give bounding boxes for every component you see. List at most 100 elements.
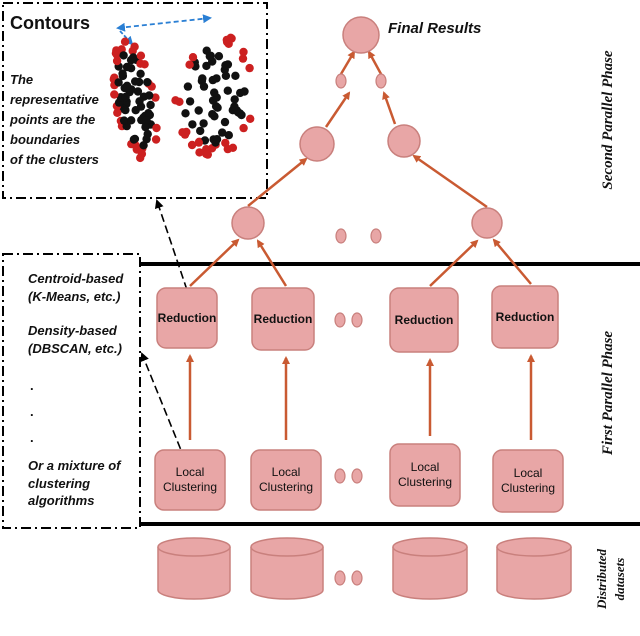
cluster-point (239, 123, 248, 133)
dataset-cylinder-3 (392, 537, 468, 600)
cluster-point (128, 46, 137, 56)
cluster-point (146, 100, 155, 110)
cluster-point (218, 128, 227, 137)
cluster-point (205, 52, 214, 61)
density-line1: Density-based (28, 323, 117, 338)
cylinder-body (496, 547, 572, 600)
cluster-point (199, 82, 209, 91)
ellipsis-dot-1: . (30, 378, 34, 393)
cluster-point (188, 120, 197, 129)
flow-arrow-5 (189, 238, 240, 287)
lc-line2: Clustering (397, 475, 453, 489)
cluster-point (127, 116, 136, 125)
reduction-box-3 (389, 287, 459, 353)
cluster-point (199, 119, 208, 128)
cluster-point (202, 61, 211, 71)
cluster-point (224, 131, 233, 140)
flow-arrow-10 (412, 154, 488, 209)
second-phase-label: Second Parallel Phase (600, 50, 616, 190)
contours-connector (154, 199, 188, 291)
cluster-point (221, 71, 231, 81)
ellipsis-dot-5 (335, 73, 347, 89)
lc-line1: Local (513, 466, 543, 480)
final-results-label: Final Results (388, 20, 482, 37)
reduction-label-1: Reduction (157, 310, 217, 325)
cluster-point (139, 141, 148, 150)
cluster-point (187, 140, 197, 150)
cluster-point (112, 56, 122, 66)
cluster-point (231, 71, 240, 81)
cluster-point (213, 103, 222, 112)
cluster-point (118, 69, 127, 78)
ellipsis-dot-4 (370, 228, 382, 244)
cluster-point (111, 49, 121, 58)
datasets-label-line1: Distributed (594, 549, 609, 609)
cluster-point (210, 88, 219, 97)
cluster-point (185, 60, 194, 69)
cluster-point (126, 55, 136, 65)
cluster-point (136, 59, 145, 68)
cluster-point (136, 51, 146, 60)
cluster-point (198, 74, 207, 83)
cluster-point (239, 47, 248, 57)
cylinder-body (250, 547, 324, 600)
flow-arrow-8 (492, 238, 532, 285)
cluster-point (194, 138, 203, 147)
lc-line2: Clustering (258, 480, 314, 494)
first-phase-label: First Parallel Phase (600, 330, 616, 456)
caption-line-1: The (10, 72, 34, 87)
cluster-point (122, 81, 132, 91)
algorithms-connector (140, 352, 186, 461)
cluster-point (212, 135, 222, 144)
flow-arrow-11 (324, 91, 351, 128)
cluster-point (114, 78, 123, 87)
cluster-point (208, 75, 217, 85)
local-clustering-label-4: Local Clustering (493, 450, 563, 512)
density-line2: (DBSCAN, etc.) (28, 340, 122, 356)
ellipsis-dot-9 (334, 570, 346, 586)
local-clustering-box-4 (492, 449, 564, 513)
cluster-point (181, 109, 190, 118)
ellipsis-dot-3 (335, 228, 347, 244)
cluster-point (230, 102, 239, 111)
reduction-label-2: Reduction (253, 311, 313, 326)
cylinder-top (392, 537, 468, 557)
cluster-point (126, 63, 136, 73)
cluster-point (121, 92, 130, 102)
reduction-box-1 (156, 287, 218, 349)
cluster-point (152, 123, 161, 133)
cluster-point (131, 77, 140, 86)
merge-node-upper-left (299, 126, 335, 162)
local-clustering-box-1 (154, 449, 226, 511)
flow-arrow-12 (382, 91, 397, 125)
centroid-line2: (K-Means, etc.) (28, 288, 121, 304)
ellipsis-dot-8 (351, 468, 363, 484)
cluster-point (222, 35, 231, 45)
ellipsis-dot-2: . (30, 404, 34, 419)
cluster-point (142, 116, 151, 125)
cluster-point (185, 97, 195, 106)
final-result-node (342, 16, 380, 54)
lc-line2: Clustering (500, 481, 556, 495)
cluster-point (221, 60, 231, 70)
density-based-label: Density-based (DBSCAN, etc.) (28, 322, 122, 357)
ellipsis-dot-1 (334, 312, 346, 328)
cluster-point (240, 87, 249, 96)
cluster-point (202, 149, 211, 159)
cluster-point (214, 52, 224, 61)
ellipsis-dot-7 (334, 468, 346, 484)
cluster-point (183, 82, 193, 91)
cluster-point (141, 122, 150, 132)
centroid-line1: Centroid-based (28, 271, 124, 286)
lc-line1: Local (271, 465, 301, 479)
datasets-label-line2: datasets (612, 557, 627, 601)
local-clustering-box-3 (389, 443, 461, 507)
reduction-label-4: Reduction (495, 309, 555, 324)
cluster-point (194, 106, 203, 115)
ellipsis-dot-6 (375, 73, 387, 89)
cluster-point (110, 90, 119, 99)
lc-line1: Local (175, 465, 205, 479)
lc-line1: Local (410, 460, 440, 474)
cluster-point (238, 54, 248, 63)
cluster-point (196, 126, 205, 136)
